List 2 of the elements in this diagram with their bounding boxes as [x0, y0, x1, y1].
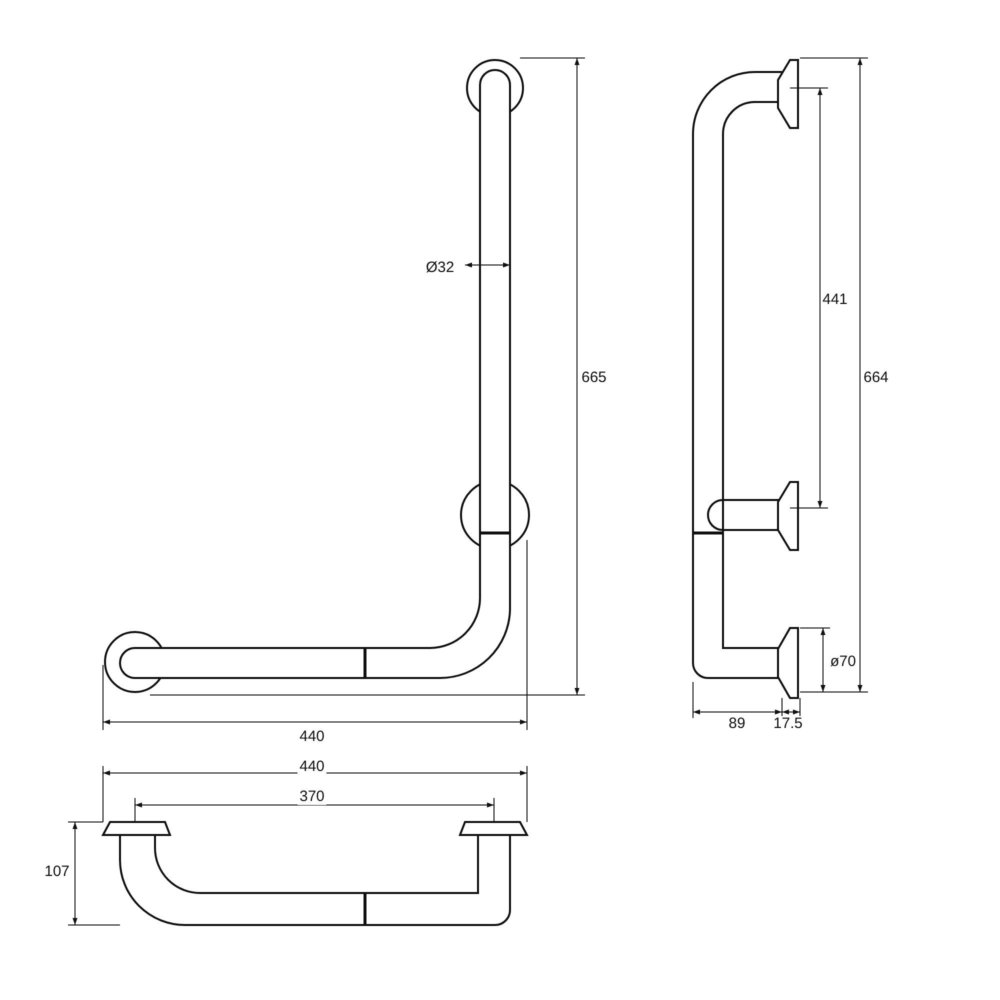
dimension-label: 370 [297, 789, 327, 805]
dimension-label: 440 [297, 759, 327, 775]
